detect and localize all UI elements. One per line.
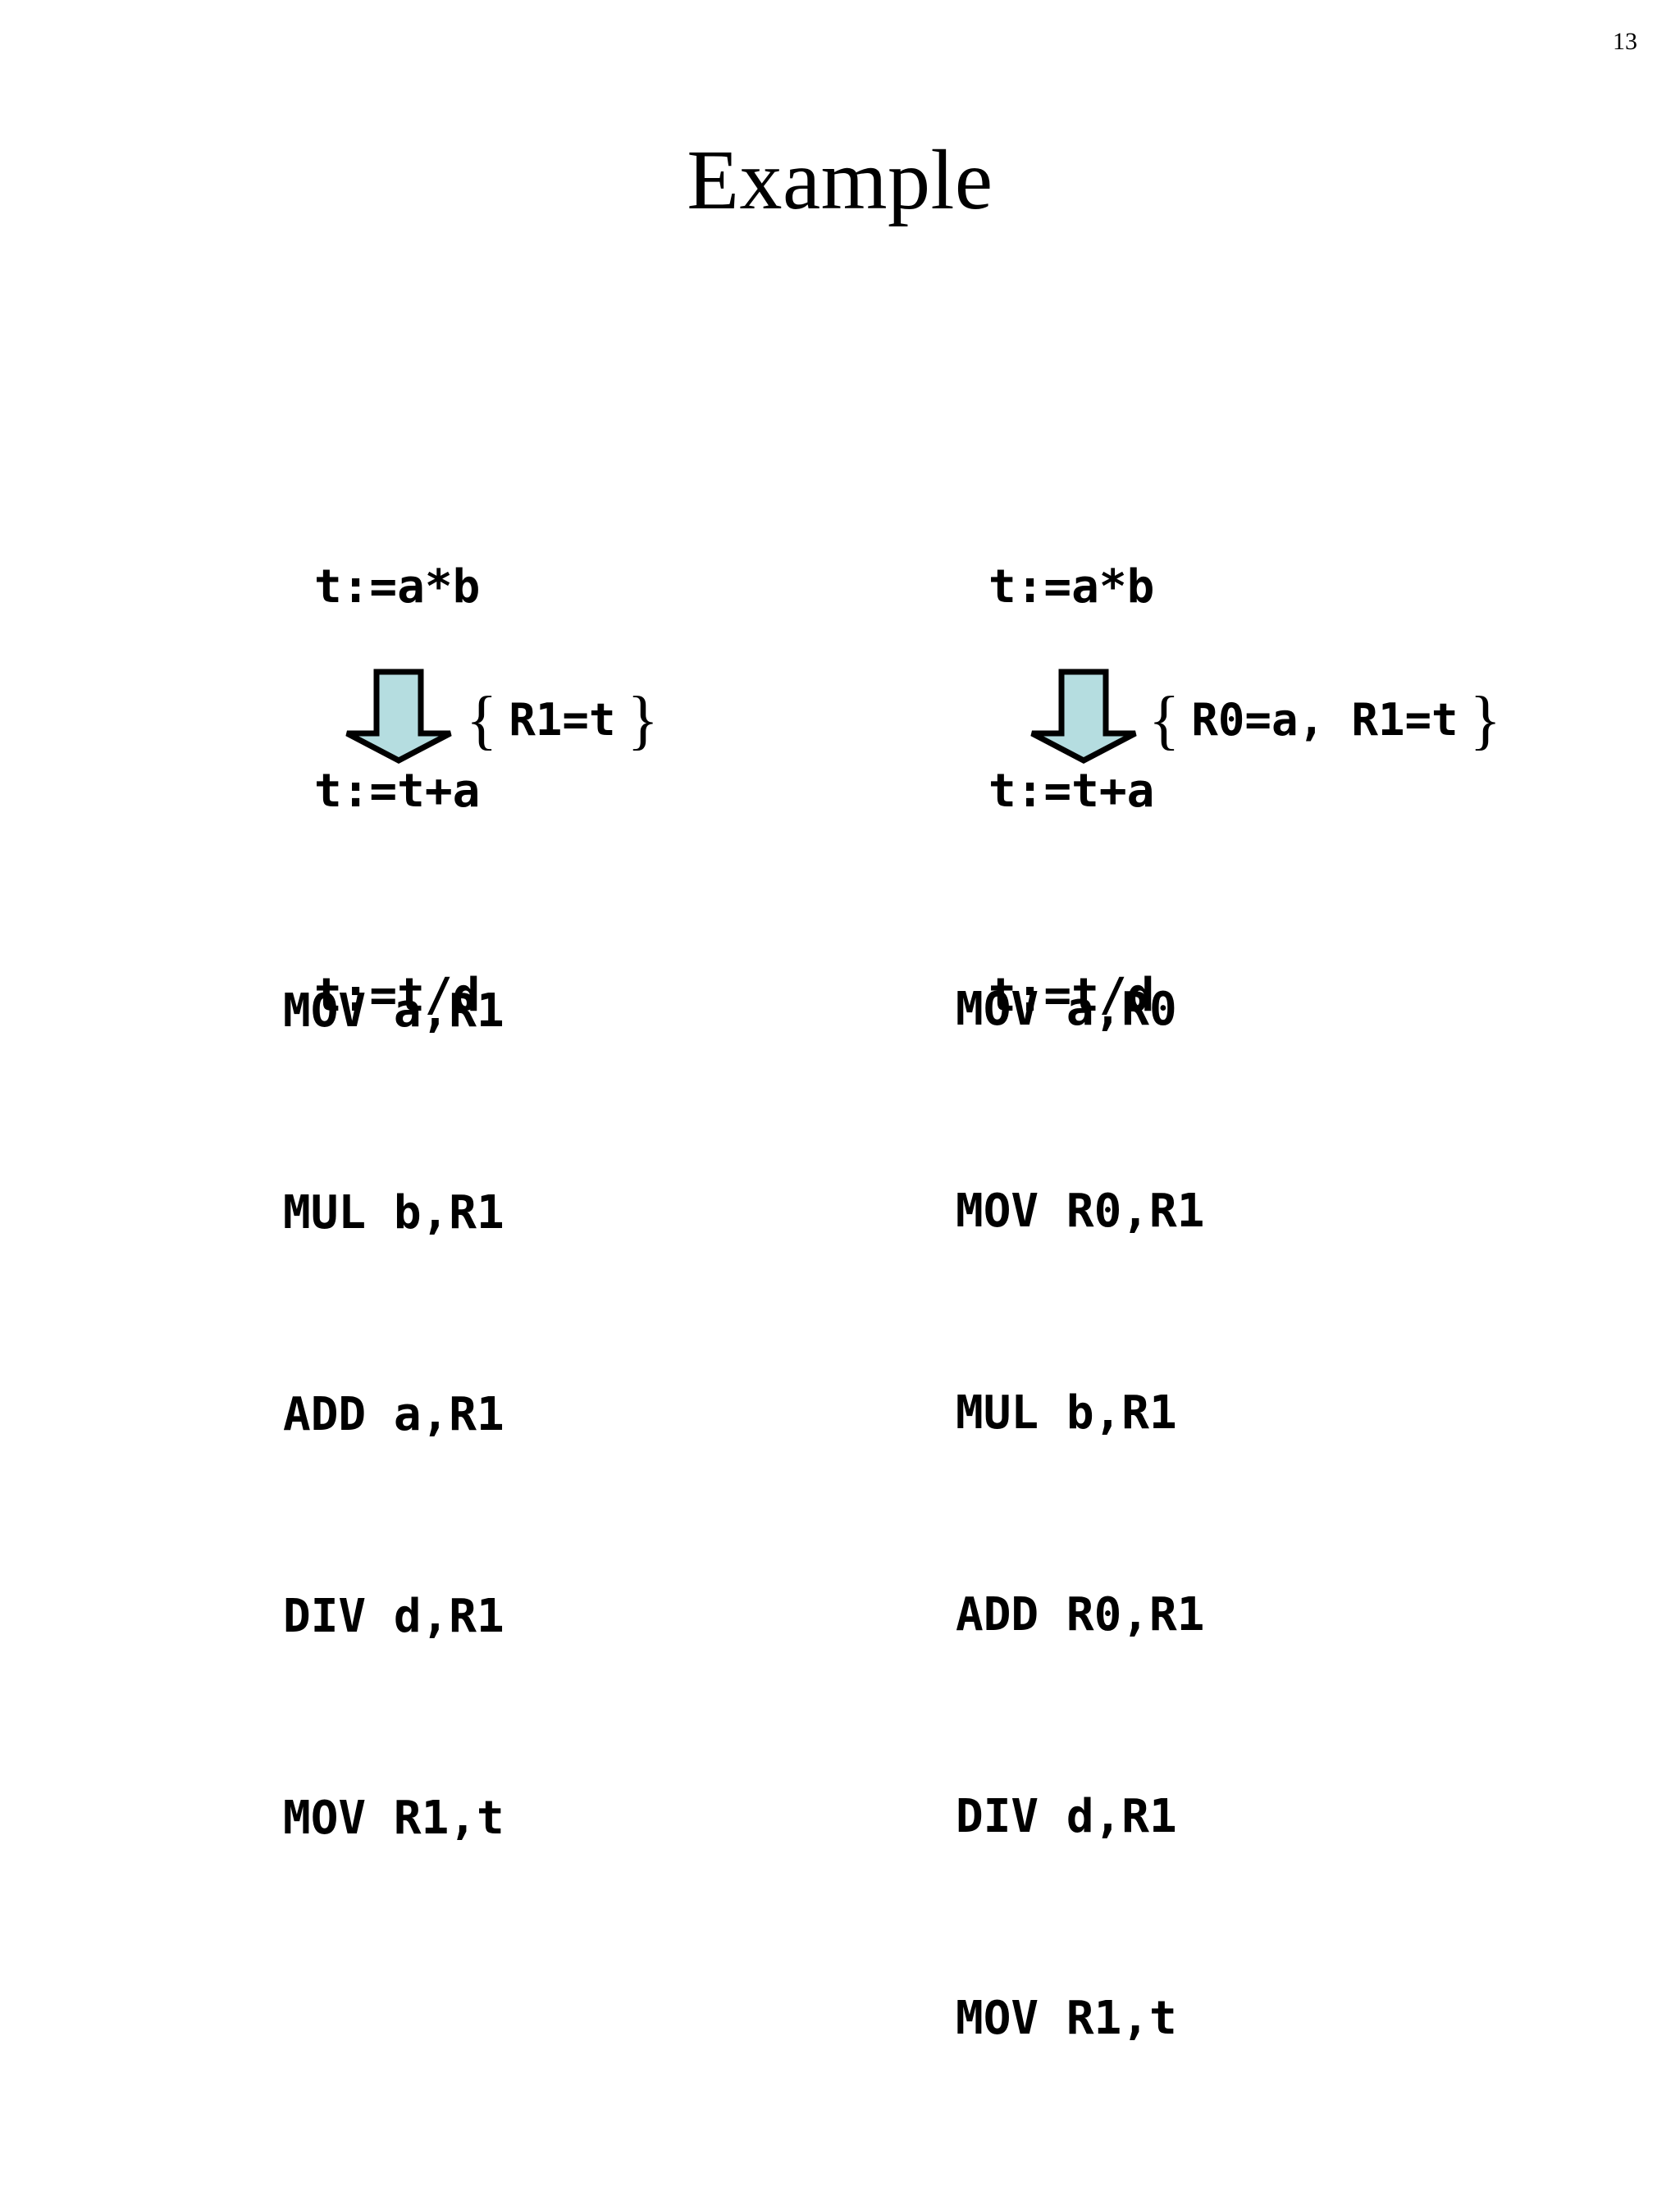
source-code-line: t:=t/d — [988, 969, 1155, 1022]
machine-code-line: MOV R1,t — [956, 1992, 1177, 2045]
machine-code-line: MOV a,R1 — [283, 984, 504, 1038]
close-brace: } — [627, 684, 659, 756]
source-code-line: t:=t+a — [314, 765, 481, 818]
register-annotation-right: { R0=a, R1=t } — [1148, 687, 1501, 753]
annotation-text: R0=a, R1=t — [1191, 694, 1459, 746]
machine-code-line: MUL b,R1 — [956, 1386, 1177, 1440]
source-code-line: t:=a*b — [988, 560, 1155, 614]
annotation-text: R1=t — [509, 694, 616, 746]
machine-code-line: MOV a,R0 — [956, 983, 1177, 1036]
machine-code-line: MUL b,R1 — [283, 1186, 504, 1240]
open-brace: { — [466, 684, 498, 756]
close-brace: } — [1469, 684, 1501, 756]
source-code-block-left: t:=a*b t:=t+a t:=t/d — [314, 417, 480, 1166]
down-arrow-icon — [343, 668, 454, 765]
down-arrow-icon — [1028, 668, 1139, 765]
machine-code-line: MOV R0,R1 — [956, 1185, 1205, 1238]
page-title: Example — [687, 133, 993, 227]
machine-code-block-right: MOV a,R0 MOV R0,R1 MUL b,R1 ADD R0,R1 DI… — [956, 842, 1204, 2187]
source-code-line: t:=t/d — [314, 969, 481, 1022]
source-code-block-right: t:=a*b t:=t+a t:=t/d — [988, 417, 1154, 1166]
source-code-line: t:=a*b — [314, 560, 481, 614]
open-brace: { — [1148, 684, 1180, 756]
machine-code-line: ADD R0,R1 — [956, 1588, 1205, 1641]
machine-code-block-left: MOV a,R1 MUL b,R1 ADD a,R1 DIV d,R1 MOV … — [283, 843, 504, 1987]
machine-code-line: ADD a,R1 — [283, 1388, 504, 1441]
machine-code-line: MOV R1,t — [283, 1792, 504, 1845]
machine-code-line: DIV d,R1 — [956, 1790, 1177, 1843]
machine-code-line: DIV d,R1 — [283, 1590, 504, 1643]
source-code-line: t:=t+a — [988, 765, 1155, 818]
register-annotation-left: { R1=t } — [466, 687, 659, 753]
page-number: 13 — [1613, 28, 1637, 55]
